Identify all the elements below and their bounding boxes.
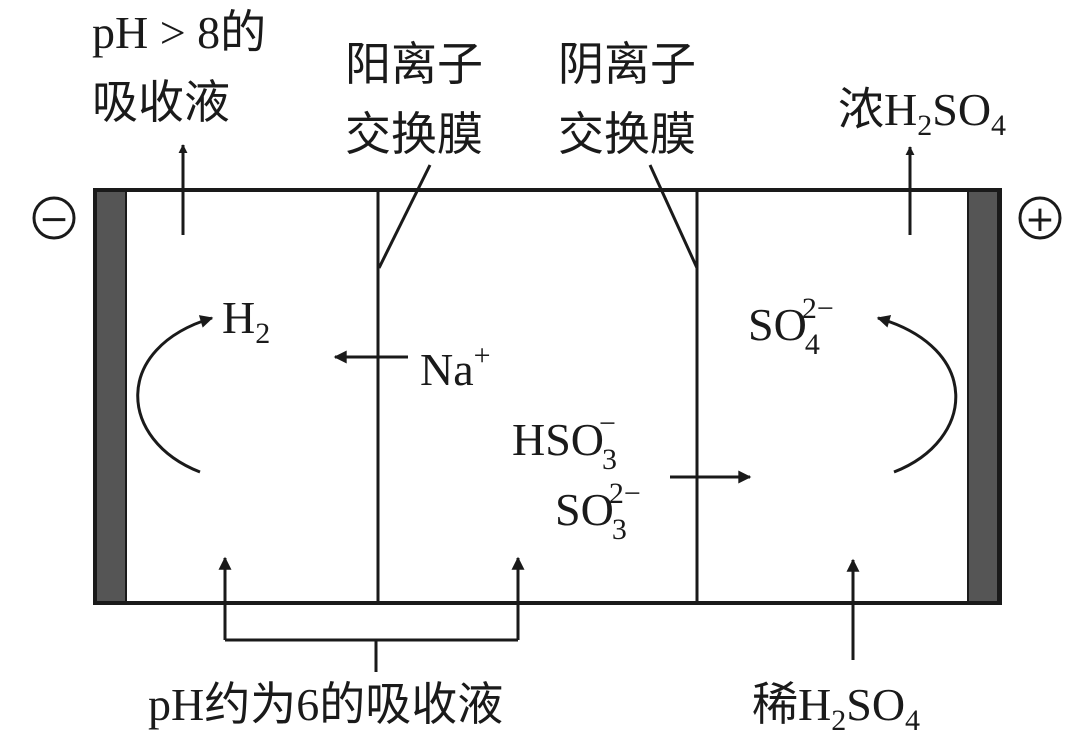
species-h2: H2 xyxy=(222,292,270,350)
anode-electrode xyxy=(967,190,999,603)
label-dilute-h2so4: 稀H2SO4 xyxy=(752,679,920,737)
species-hso3-minus: HSO3− xyxy=(512,407,617,476)
positive-sign: + xyxy=(1025,199,1055,240)
negative-sign: − xyxy=(39,199,69,240)
label-anion-1: 阴离子 xyxy=(558,39,696,90)
label-anion-2: 交换膜 xyxy=(558,109,696,160)
label-ph-about-6: pH约为6的吸收液 xyxy=(148,679,503,730)
cell-outline xyxy=(93,188,1002,605)
label-cation-1: 阳离子 xyxy=(345,39,483,90)
label-absorbent: 吸收液 xyxy=(92,77,230,128)
negative-terminal: − xyxy=(32,196,76,240)
cation-membrane-leader xyxy=(377,164,432,269)
species-na-plus: Na+ xyxy=(420,339,491,395)
cathode-electrode xyxy=(95,190,127,603)
anion-membrane-leader xyxy=(648,164,699,269)
label-ph-above-8: pH > 8的 xyxy=(92,7,266,58)
label-cation-2: 交换膜 xyxy=(345,109,483,160)
species-so4-2minus: SO42− xyxy=(748,292,834,361)
positive-terminal: + xyxy=(1018,196,1062,240)
label-conc-h2so4: 浓H2SO4 xyxy=(838,84,1006,142)
h2-evolution-arrow xyxy=(136,315,214,474)
oxygen-side-arrow xyxy=(876,315,958,474)
species-so3-2minus: SO32− xyxy=(555,477,641,546)
